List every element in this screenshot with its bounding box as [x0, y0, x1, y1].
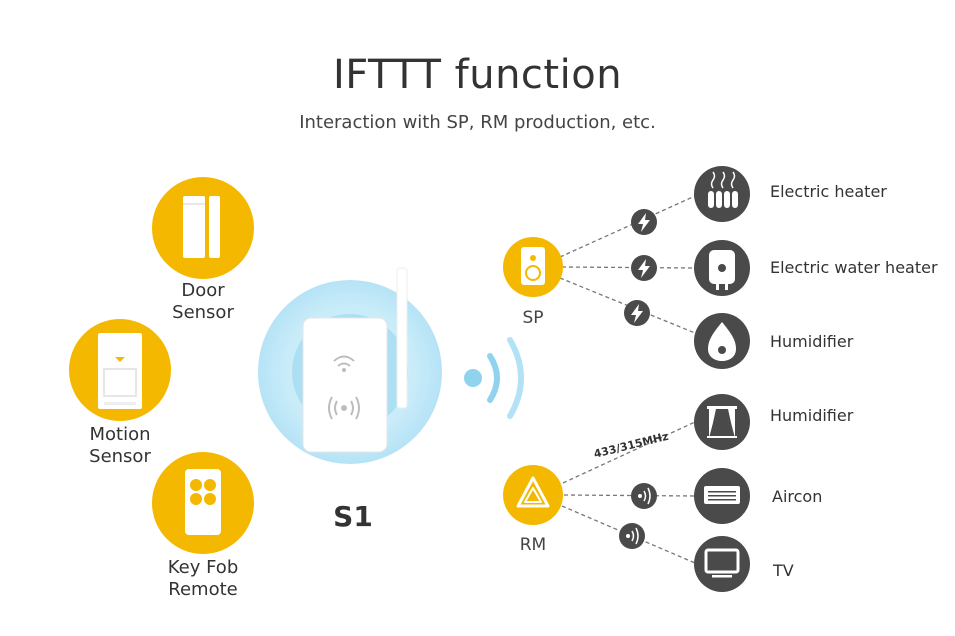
- electric-heater-icon: [694, 166, 750, 222]
- aircon-icon: [694, 468, 750, 524]
- tv-label: TV: [773, 561, 794, 580]
- electric-heater-label: Electric heater: [770, 182, 887, 201]
- label-line: Remote: [168, 579, 238, 600]
- label-line: Motion: [89, 424, 151, 445]
- connector-lines: [559, 195, 696, 564]
- page-title: IFTTT function: [332, 52, 623, 98]
- motion-sensor-label: Motion Sensor: [50, 424, 190, 468]
- aircon-label: Aircon: [772, 487, 823, 506]
- s1-hub-icon: [258, 267, 442, 464]
- key-fob-icon: [152, 452, 254, 554]
- s1-label: S1: [333, 500, 373, 533]
- label-line: Sensor: [172, 302, 234, 323]
- page-subtitle: Interaction with SP, RM production, etc.: [299, 112, 656, 133]
- rm-remote-icon: [503, 465, 563, 525]
- label-line: Door: [181, 280, 225, 301]
- water-heater-label: Electric water heater: [770, 258, 938, 277]
- curtain-label: Humidifier: [770, 406, 854, 425]
- water-heater-icon: [694, 240, 750, 296]
- label-line: Sensor: [89, 446, 151, 467]
- motion-sensor-icon: [69, 319, 171, 421]
- ir-signal-icon: [619, 523, 645, 549]
- tv-icon: [694, 536, 750, 592]
- label-line: Key Fob: [167, 557, 239, 578]
- smart-plug-icon: [503, 237, 563, 297]
- power-bolt-icon: [624, 300, 650, 326]
- wireless-waves-icon: [464, 337, 524, 419]
- rm-label: RM: [519, 535, 547, 555]
- power-bolt-icon: [631, 209, 657, 235]
- door-sensor-label: Door Sensor: [133, 280, 273, 324]
- humidifier-icon: [694, 313, 750, 369]
- power-bolt-icon: [631, 255, 657, 281]
- sp-label: SP: [522, 308, 544, 328]
- ir-signal-icon: [631, 483, 657, 509]
- door-sensor-icon: [152, 177, 254, 279]
- humidifier-label: Humidifier: [770, 332, 854, 351]
- curtain-icon: [694, 394, 750, 450]
- key-fob-label: Key Fob Remote: [133, 557, 273, 601]
